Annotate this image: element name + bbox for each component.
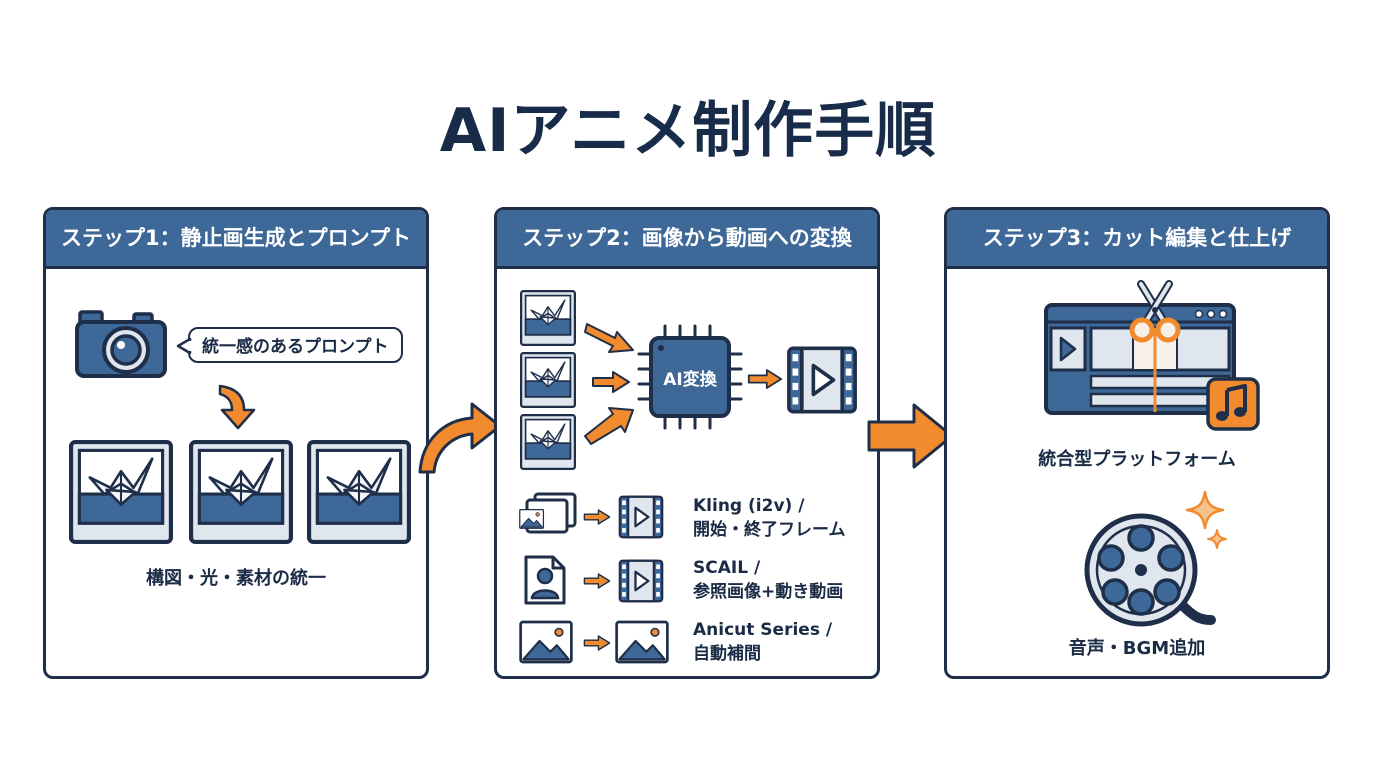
image-stack-icon <box>517 492 577 534</box>
step-3-caption-bottom: 音声・BGM追加 <box>1068 638 1206 659</box>
video-play-icon <box>617 494 665 540</box>
person-document-icon <box>524 555 566 605</box>
arrow-icon <box>218 384 256 430</box>
video-play-icon <box>617 558 665 604</box>
crane-photo-icon <box>307 438 411 546</box>
step-1-panel: ステップ1：静止画生成とプロンプト 統一感のあるプロンプト 構図・光・素材の統一 <box>43 207 429 679</box>
sparkle-icon <box>1185 490 1227 549</box>
arrow-icon <box>584 323 634 353</box>
camera-icon <box>75 310 167 378</box>
crane-photo-icon <box>517 352 579 408</box>
arrow-icon <box>747 367 783 391</box>
crane-photo-icon <box>69 438 173 546</box>
step-3-header: ステップ3：カット編集と仕上げ <box>947 210 1327 269</box>
landscape-image-icon <box>519 620 573 664</box>
arrow-icon <box>418 402 502 474</box>
speech-bubble-icon <box>176 337 192 355</box>
arrow-icon <box>867 403 954 469</box>
film-reel-icon <box>1084 513 1216 627</box>
tool-item-kling: Kling (i2v) / 開始・終了フレーム <box>693 494 846 542</box>
arrow-icon <box>583 508 611 526</box>
page-title: AIアニメ制作手順 <box>439 96 937 166</box>
tool-desc: 参照画像+動き動画 <box>693 582 844 602</box>
tool-item-scail: SCAIL / 参照画像+動き動画 <box>693 556 843 604</box>
tool-item-anicut: Anicut Series / 自動補間 <box>693 618 832 666</box>
scissors-icon <box>1129 280 1181 343</box>
step-2-header: ステップ2：画像から動画への変換 <box>497 210 877 269</box>
ai-chip-icon <box>637 324 743 430</box>
step-3-caption-top: 統合型プラットフォーム <box>1038 449 1236 470</box>
tool-desc: 自動補間 <box>693 644 761 664</box>
landscape-image-icon <box>615 620 669 664</box>
tool-name: SCAIL / <box>693 558 761 578</box>
ai-chip-label: AI変換 <box>663 370 717 390</box>
tool-name: Anicut Series / <box>693 620 833 640</box>
step-2-panel: ステップ2：画像から動画への変換 AI変換 Kling (i2v) / 開始・終… <box>494 207 880 679</box>
video-play-icon <box>785 344 859 416</box>
prompt-bubble: 統一感のあるプロンプト <box>188 327 403 363</box>
crane-photo-icon <box>517 414 579 470</box>
crane-photo-icon <box>517 290 579 346</box>
tool-desc: 開始・終了フレーム <box>693 520 846 540</box>
step-1-header: ステップ1：静止画生成とプロンプト <box>46 210 426 269</box>
crane-photo-icon <box>189 438 293 546</box>
music-note-icon <box>1206 377 1260 431</box>
arrow-icon <box>583 572 611 590</box>
arrow-icon <box>583 634 611 652</box>
arrow-icon <box>584 407 634 445</box>
step-1-caption: 構図・光・素材の統一 <box>146 568 326 589</box>
arrow-icon <box>585 370 637 394</box>
step-3-panel: ステップ3：カット編集と仕上げ 統合型プラットフォーム <box>944 207 1330 679</box>
prompt-bubble-text: 統一感のあるプロンプト <box>202 337 389 357</box>
tool-name: Kling (i2v) / <box>693 496 805 516</box>
